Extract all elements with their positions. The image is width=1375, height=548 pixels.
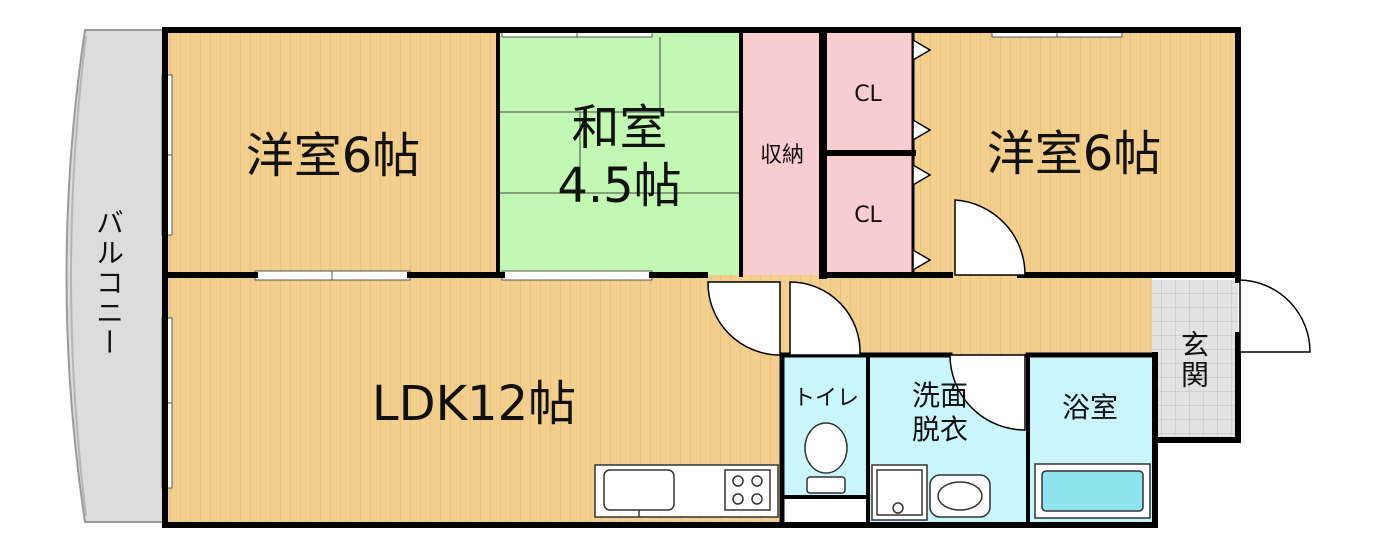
bathroom-label: 浴室 [1061,391,1118,424]
entrance-label: 玄関 [1177,330,1210,390]
closet-doors [912,38,932,272]
tatami-seams [498,37,741,194]
toilet-fixture [804,422,848,494]
japanese-room-label-line1: 和室 [571,100,668,156]
western-room-left-floor [168,33,498,275]
kitchen-counter [594,464,779,518]
bathtub [1034,463,1151,519]
ldk-label: LDK12帖 [371,376,577,432]
washroom-label-line1: 洗面 [911,379,968,412]
door-swings [707,199,1311,431]
balcony-label: バルコニー [92,208,125,358]
closet-lower-label: CL [854,203,882,228]
western-room-left-label: 洋室6帖 [245,128,421,184]
western-room-right-label: 洋室6帖 [986,126,1162,182]
japanese-room-floor [498,33,741,275]
storage-floor [741,33,823,275]
washroom-label-line2: 脱衣 [911,413,968,446]
storage-label: 収納 [759,143,804,168]
entrance-floor [1152,280,1238,440]
closet-lower-floor [823,153,913,275]
toilet-label: トイレ [792,386,859,411]
washroom-fixtures [871,464,991,521]
closet-upper-floor [823,33,913,153]
walls [162,27,1241,528]
balcony-area [65,29,166,523]
closet-upper-label: CL [854,82,882,107]
japanese-room-label-line2: 4.5帖 [557,158,682,214]
